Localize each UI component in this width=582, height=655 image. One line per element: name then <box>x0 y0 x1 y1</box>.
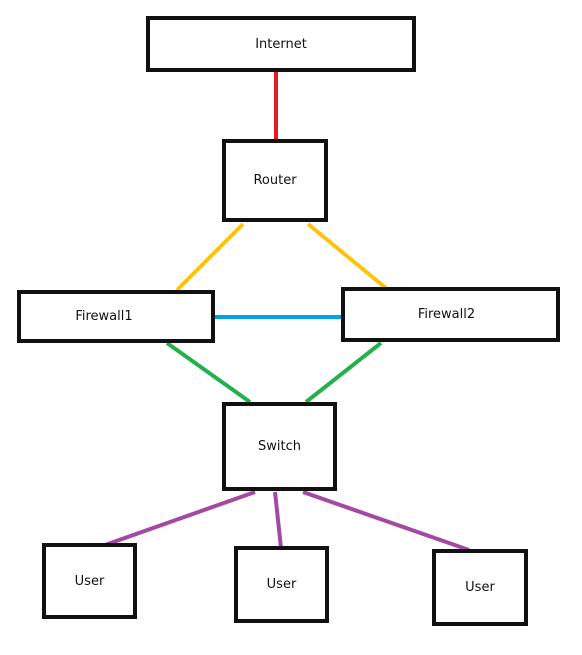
firewall1-label: Firewall1 <box>75 309 133 324</box>
link-firewall1-switch <box>165 341 252 404</box>
user3-node: User <box>432 549 528 626</box>
router-node: Router <box>222 139 328 222</box>
user3-label: User <box>465 580 495 595</box>
router-label: Router <box>253 173 297 188</box>
firewall2-node: Firewall2 <box>341 287 560 342</box>
link-router-firewall1 <box>175 222 245 292</box>
link-switch-user1 <box>104 490 256 547</box>
user1-label: User <box>74 573 105 589</box>
user2-node: User <box>234 546 329 623</box>
firewall1-node: Firewall1 <box>17 290 215 343</box>
firewall2-label: Firewall2 <box>417 307 476 322</box>
user2-label: User <box>266 577 297 592</box>
switch-node: Switch <box>222 402 337 491</box>
internet-label: Internet <box>255 36 307 52</box>
switch-label: Switch <box>258 439 301 454</box>
link-router-firewall2 <box>306 222 389 291</box>
internet-node: Internet <box>146 16 416 72</box>
user1-node: User <box>42 543 137 619</box>
link-switch-user3 <box>302 490 470 552</box>
link-switch-user2 <box>273 491 283 549</box>
link-firewall2-switch <box>304 341 383 404</box>
